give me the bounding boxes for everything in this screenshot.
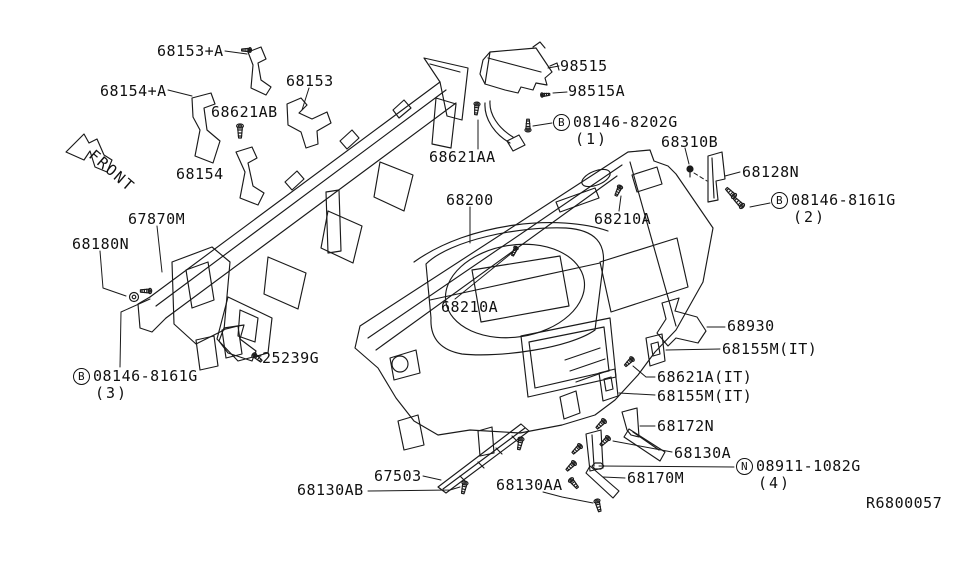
drawing-ref-code: R6800057	[866, 494, 943, 512]
grommet-68310b	[687, 166, 693, 177]
bracket-68153-plus-a	[248, 47, 271, 95]
part-number-label: 25239G	[262, 349, 320, 367]
trim-67503	[438, 424, 529, 493]
part-callout-68154: 68154	[176, 167, 224, 182]
fastener-type-badge: B	[73, 368, 90, 385]
leader-lines	[100, 51, 770, 503]
part-callout-67503: 67503	[374, 469, 422, 484]
part-callout-25239g: 25239G	[262, 351, 319, 366]
part-number-label: 68153	[286, 72, 334, 90]
part-callout-68155m-it-1: 68155M(IT)	[722, 342, 817, 357]
part-callout-68200: 68200	[446, 193, 494, 208]
part-callout-bolt-08146-8161g-2: B 08146-8161G (2)	[771, 192, 896, 225]
part-number-label: 68128N	[742, 163, 800, 181]
part-callout-68172n: 68172N	[657, 419, 714, 434]
part-number-label: 68153+A	[157, 42, 224, 60]
part-number-label: 68154	[176, 165, 224, 183]
part-quantity-label: (3)	[95, 384, 129, 402]
bracket-68170m	[586, 430, 619, 498]
part-number-label: 68180N	[72, 235, 130, 253]
part-callout-68155m-it-2: 68155M(IT)	[657, 389, 752, 404]
part-number-label: 98515	[560, 57, 608, 75]
clip-68180n	[130, 293, 139, 302]
part-number-label: 68930	[727, 317, 775, 335]
part-number-label: 68155M(IT)	[657, 387, 753, 405]
part-callout-68310b: 68310B	[661, 135, 718, 150]
bracket-68172n	[622, 408, 665, 461]
part-number-label: 68621A(IT)	[657, 368, 753, 386]
harness-68621aa	[485, 101, 525, 151]
part-callout-98515: 98515	[560, 59, 608, 74]
fastener-type-badge: N	[736, 458, 753, 475]
part-number-label: 08911-1082G	[756, 457, 861, 475]
steering-member-67870m	[138, 58, 468, 370]
part-number-label: 67870M	[128, 210, 186, 228]
bracket-68930	[657, 298, 706, 346]
part-callout-nut-08911-1082g-4: N 08911-1082G (4)	[736, 458, 861, 491]
part-callout-68210a-upper: 68210A	[594, 212, 651, 227]
airbag-module-98515	[480, 42, 559, 93]
part-callout-bolt-08146-8202g-1: B 08146-8202G (1)	[553, 114, 678, 147]
bracket-68154-plus-a	[192, 93, 220, 163]
part-number-label: 68310B	[661, 133, 719, 151]
instrument-panel-68200	[355, 150, 713, 456]
bracket-68153	[287, 98, 331, 148]
part-number-label: 08146-8161G	[93, 367, 198, 385]
part-number-label: 08146-8202G	[573, 113, 678, 131]
part-number-label: 68621AB	[211, 103, 278, 121]
part-quantity-label: (4)	[758, 474, 792, 492]
front-arrow-icon	[66, 134, 112, 172]
part-callout-68153-plus-a: 68153+A	[157, 44, 224, 59]
part-number-label: 08146-8161G	[791, 191, 896, 209]
bracket-68154	[236, 147, 264, 205]
part-number-label: 68130AB	[297, 481, 364, 499]
part-callout-68621aa: 68621AA	[429, 150, 496, 165]
part-callout-68621ab: 68621AB	[211, 105, 278, 120]
part-callout-68930: 68930	[727, 319, 775, 334]
part-number-label: 68155M(IT)	[722, 340, 818, 358]
bracket-25239g	[219, 325, 256, 361]
fastener-type-badge: B	[553, 114, 570, 131]
part-callout-68154-plus-a: 68154+A	[100, 84, 167, 99]
part-number-label: 98515A	[568, 82, 626, 100]
bracket-68155m-1	[646, 334, 665, 366]
part-number-label: 68130A	[674, 444, 732, 462]
part-callout-68180n: 68180N	[72, 237, 129, 252]
part-quantity-label: (2)	[793, 208, 827, 226]
part-callout-68128n: 68128N	[742, 165, 799, 180]
bracket-68128n	[708, 152, 725, 202]
part-number-label: 68172N	[657, 417, 715, 435]
fastener-type-badge: B	[771, 192, 788, 209]
part-callout-98515a: 98515A	[568, 84, 625, 99]
bracket-68155m-2	[599, 369, 618, 401]
part-quantity-label: (1)	[575, 130, 609, 148]
part-callout-68130a: 68130A	[674, 446, 731, 461]
part-callout-68621a-it: 68621A(IT)	[657, 370, 752, 385]
part-callout-68170m: 68170M	[627, 471, 684, 486]
part-number-label: 68130AA	[496, 476, 563, 494]
part-number-label: 68621AA	[429, 148, 496, 166]
part-callout-68130aa: 68130AA	[496, 478, 563, 493]
part-number-label: 68210A	[441, 298, 499, 316]
nut-on-stud	[592, 463, 604, 469]
part-callout-68153: 68153	[286, 74, 334, 89]
part-callout-67870m: 67870M	[128, 212, 185, 227]
part-number-label: 68170M	[627, 469, 685, 487]
part-number-label: 68210A	[594, 210, 652, 228]
part-number-label: 68154+A	[100, 82, 167, 100]
part-callout-68130ab: 68130AB	[297, 483, 364, 498]
part-number-label: 67503	[374, 467, 422, 485]
part-callout-68210a-lower: 68210A	[441, 300, 498, 315]
part-number-label: 68200	[446, 191, 494, 209]
part-callout-bolt-08146-8161g-3: B 08146-8161G (3)	[73, 368, 198, 401]
